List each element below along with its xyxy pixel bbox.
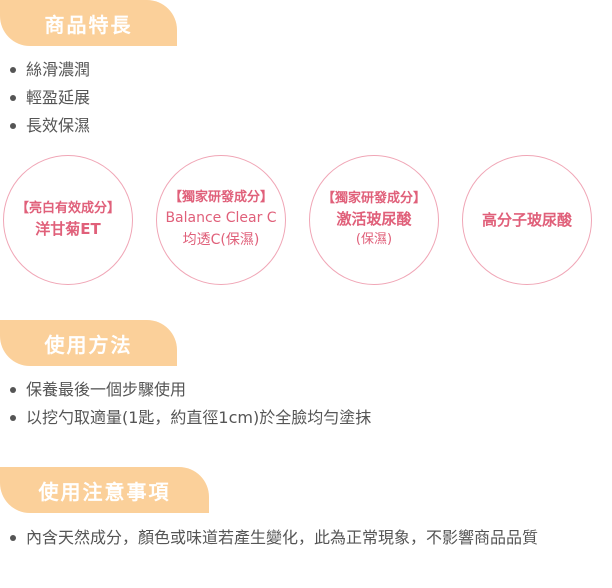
ingredient-name: Balance Clear C (165, 210, 277, 226)
ingredient-tag: 【亮白有效成分】 (15, 201, 120, 216)
features-heading-tab: 商品特長 (0, 0, 177, 46)
ingredient-name: 高分子玻尿酸 (481, 211, 572, 229)
usage-item: 以挖勺取適量(1匙，約直徑1cm)於全臉均勻塗抹 (10, 404, 371, 432)
features-item: 長效保濕 (10, 112, 90, 140)
ingredient-name: 激活玻尿酸 (336, 210, 412, 228)
features-item: 絲滑濃潤 (10, 56, 90, 84)
usage-heading: 使用方法 (44, 332, 133, 357)
features-list: 絲滑濃潤 輕盈延展 長效保濕 (10, 56, 90, 140)
notes-list: 內含天然成分，顏色或味道若產生變化，此為正常現象，不影響商品品質 (10, 524, 538, 552)
notes-heading: 使用注意事項 (38, 479, 171, 504)
ingredient-circle-chamomile: 【亮白有效成分】 洋甘菊ET (3, 155, 133, 285)
usage-item: 保養最後一個步驟使用 (10, 376, 371, 404)
ingredient-circle-active-hyaluronic: 【獨家研發成分】 激活玻尿酸 (保濕) (309, 155, 439, 285)
ingredient-name: 洋甘菊ET (35, 220, 101, 238)
ingredient-sub: (保濕) (355, 232, 393, 247)
usage-list: 保養最後一個步驟使用 以挖勺取適量(1匙，約直徑1cm)於全臉均勻塗抹 (10, 376, 371, 432)
notes-heading-tab: 使用注意事項 (0, 467, 209, 513)
ingredient-circle-polymer-hyaluronic: 高分子玻尿酸 (462, 155, 592, 285)
features-heading: 商品特長 (44, 12, 133, 37)
ingredient-name-line2: 均透C(保濕) (182, 232, 260, 248)
notes-item: 內含天然成分，顏色或味道若產生變化，此為正常現象，不影響商品品質 (10, 524, 538, 552)
ingredient-circle-balance-clear-c: 【獨家研發成分】 Balance Clear C 均透C(保濕) (156, 155, 286, 285)
features-item: 輕盈延展 (10, 84, 90, 112)
ingredient-circles: 【亮白有效成分】 洋甘菊ET 【獨家研發成分】 Balance Clear C … (3, 155, 609, 289)
ingredient-tag: 【獨家研發成分】 (168, 190, 273, 205)
usage-heading-tab: 使用方法 (0, 320, 177, 366)
ingredient-tag: 【獨家研發成分】 (321, 191, 426, 206)
